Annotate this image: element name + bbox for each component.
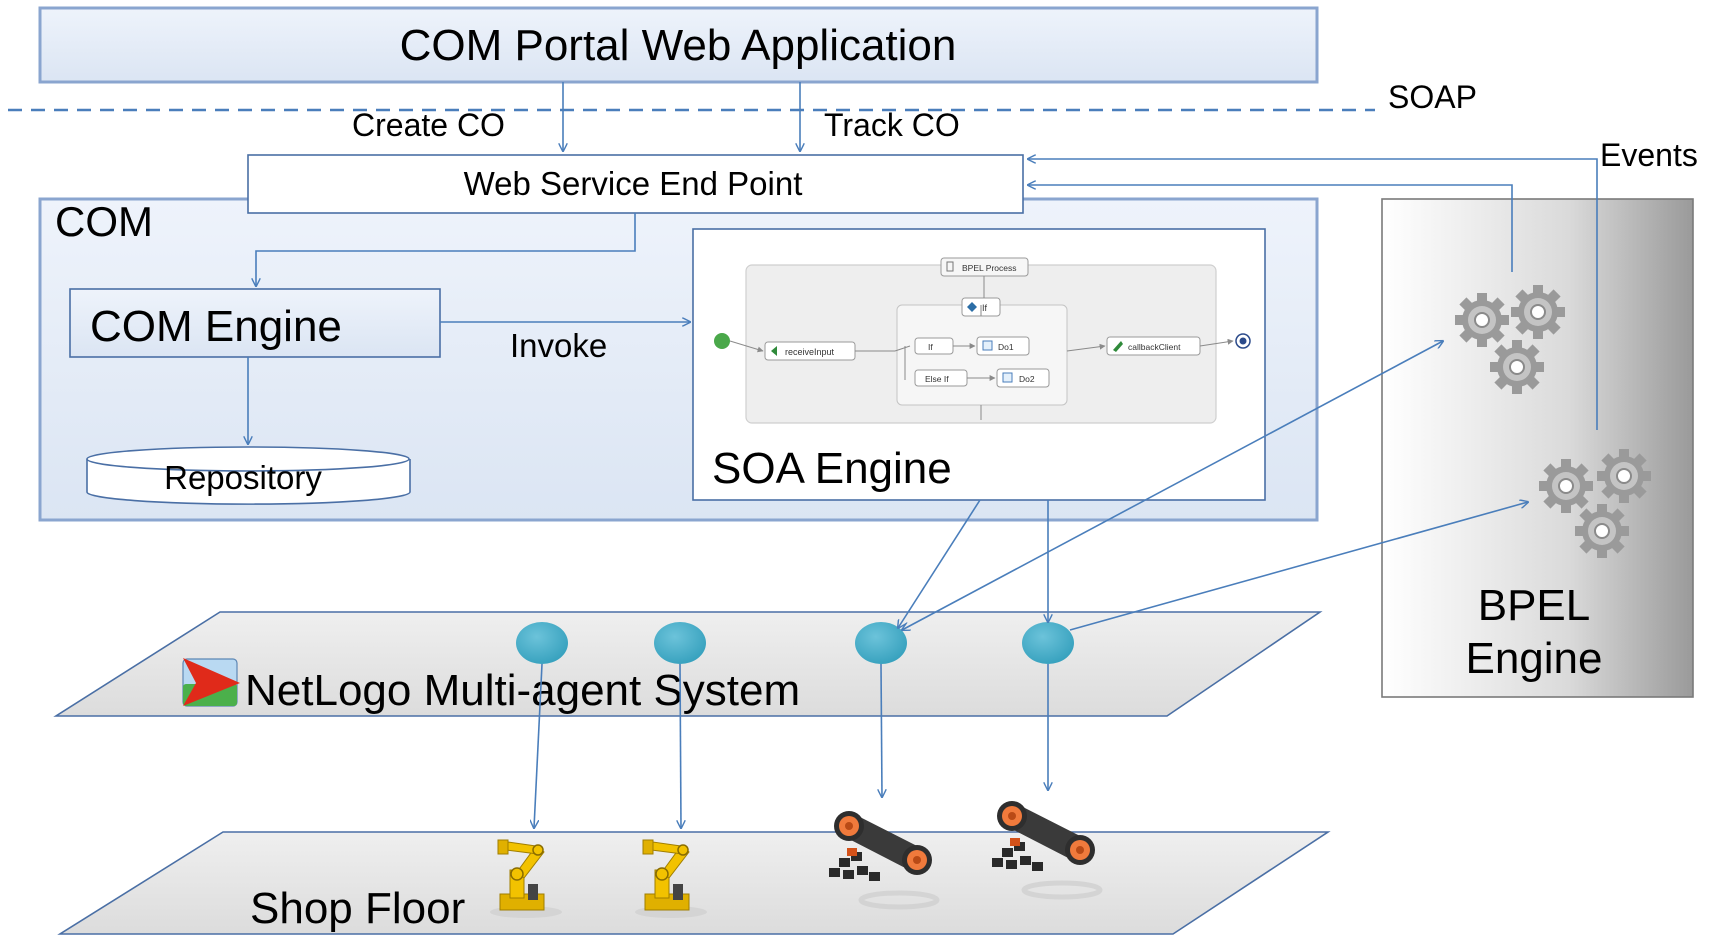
receive-icon (771, 346, 777, 356)
netlogo-label: NetLogo Multi-agent System (245, 666, 800, 715)
invoke-label: Invoke (510, 327, 607, 364)
agent4-bpel-arrow (1069, 502, 1528, 631)
do1-label: Do1 (998, 342, 1014, 352)
do1-icon (982, 340, 993, 351)
agent3-to-conveyor1-arrow (881, 663, 882, 797)
soa-engine-label: SOA Engine (712, 444, 952, 493)
gears-icon (1538, 458, 1594, 514)
gears-icon (1596, 448, 1652, 504)
callback-label: callbackClient (1128, 342, 1181, 352)
endpoint-to-engine-arrow (256, 213, 636, 286)
shop-floor-plane (57, 831, 1331, 935)
agent2-to-robot2-arrow (680, 663, 681, 828)
process-icon (946, 261, 954, 272)
com-engine-label: COM Engine (90, 302, 342, 351)
do2-icon (1002, 372, 1013, 383)
web-service-endpoint-box (247, 154, 1024, 214)
agent-node-4 (1022, 622, 1074, 664)
do2-label: Do2 (1019, 374, 1035, 384)
events-arrow-inner (1028, 185, 1513, 272)
bpel-engine-label-line1: BPEL (1478, 581, 1591, 630)
events-arrow-outer (1028, 159, 1598, 430)
bpel-process-diagram: BPEL Process If receiveInput If Else If … (714, 257, 1251, 424)
create-co-label: Create CO (352, 107, 505, 143)
agent-node-1 (516, 622, 568, 664)
if-branch (914, 337, 954, 355)
portal-title: COM Portal Web Application (400, 21, 957, 70)
bpel-engine-label-line2: Engine (1465, 634, 1602, 683)
start-node (714, 333, 730, 349)
com-label: COM (55, 198, 153, 245)
bpel-process-title: BPEL Process (962, 263, 1017, 273)
gears-icon (1510, 284, 1566, 340)
gears-icon (1489, 339, 1545, 395)
agent-node-2 (654, 622, 706, 664)
com-engine-box (69, 288, 441, 358)
portal-box (38, 6, 1319, 84)
agent-node-3 (855, 622, 907, 664)
repository-cylinder (86, 446, 411, 505)
if-activity-label: If (982, 303, 988, 313)
agent1-to-robot1-arrow (534, 663, 543, 828)
endpoint-label: Web Service End Point (464, 165, 803, 202)
diamond-icon (967, 302, 977, 312)
else-if-branch-label: Else If (925, 374, 949, 384)
if-branch-label: If (928, 342, 933, 352)
receive-label: receiveInput (785, 347, 835, 357)
shop-floor-label: Shop Floor (250, 884, 465, 933)
repository-label: Repository (164, 459, 322, 496)
track-co-label: Track CO (824, 107, 960, 143)
events-label: Events (1600, 137, 1698, 173)
gears-icon (1574, 503, 1630, 559)
gears-icon (1454, 292, 1510, 348)
netlogo-icon (182, 658, 240, 707)
agent3-bpel-arrow (902, 341, 1443, 630)
soap-label: SOAP (1388, 79, 1477, 115)
